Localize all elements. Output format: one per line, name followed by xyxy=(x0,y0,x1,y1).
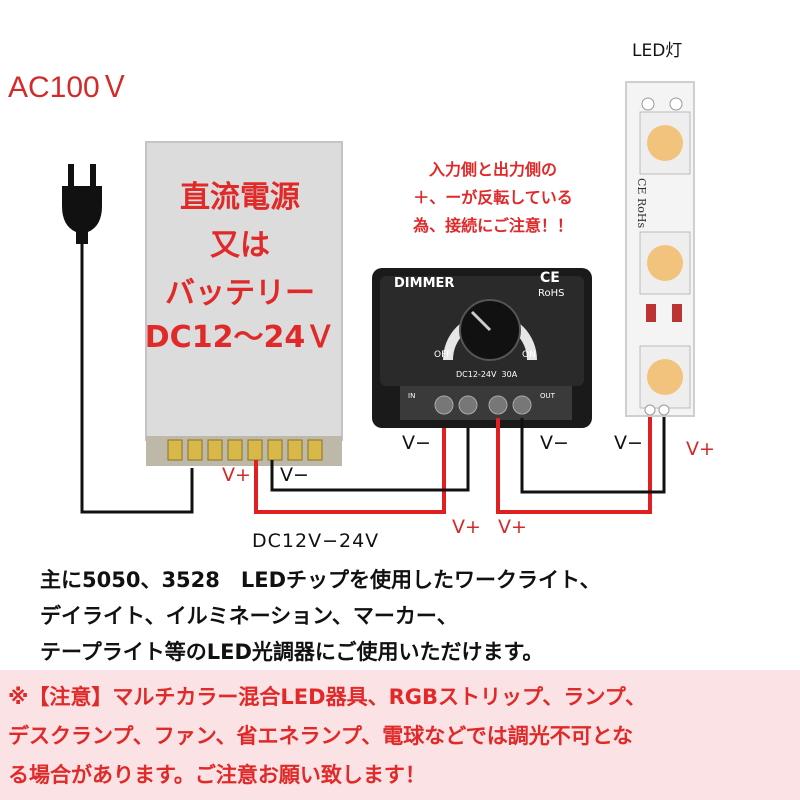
ac-plug-icon xyxy=(62,164,102,244)
rohs-mark: RoHS xyxy=(538,288,565,299)
led-vplus-label: V+ xyxy=(686,438,715,460)
psu-line-3: バッテリー xyxy=(165,276,315,311)
description-block: 主に5050、3528 LEDチップを使用したワークライト、 デイライト、イルミ… xyxy=(40,562,601,670)
psu-positive-wire xyxy=(254,418,446,514)
psu-line-1: 直流電源 xyxy=(180,180,300,215)
dimmer-rating-label: DC12-24V 30A xyxy=(456,370,518,379)
output-negative-wire xyxy=(520,416,666,494)
strip-mark: CE RoHs xyxy=(635,178,648,229)
psu-line-2: 又は xyxy=(210,228,270,263)
dimmer-device xyxy=(372,268,592,428)
note-line-2: ＋、ーが反転している xyxy=(413,188,573,207)
description-line: 主に5050、3528 LEDチップを使用したワークライト、 xyxy=(40,568,601,592)
led-chip-icon xyxy=(647,245,683,281)
output-positive-wire xyxy=(496,416,652,514)
in-label: IN xyxy=(408,392,416,400)
psu-vplus-label: V+ xyxy=(222,464,251,486)
warning-line: デスクランプ、ファン、省エネランプ、電球などでは調光不可とな xyxy=(8,724,634,748)
out-label: OUT xyxy=(540,392,555,400)
led-chip-icon xyxy=(647,359,683,395)
note-line-1: 入力側と出力側の xyxy=(428,160,557,179)
power-supply-unit xyxy=(145,141,343,466)
led-chip-icon xyxy=(647,125,683,161)
led-vminus-label: V− xyxy=(614,432,643,454)
out-vminus-label: V− xyxy=(540,432,569,454)
led-strip xyxy=(625,81,695,417)
in-vminus-label: V− xyxy=(402,432,431,454)
off-label: OFF xyxy=(434,350,452,360)
note-line-3: 為、接続にご注意！！ xyxy=(413,216,573,235)
psu-negative-wire xyxy=(270,418,470,492)
warning-line: る場合があります。ご注意お願い致します！ xyxy=(8,763,426,787)
dc-range-label: DC12V−24V xyxy=(252,530,380,552)
ce-mark: CE xyxy=(540,270,560,286)
in-vplus-label: V+ xyxy=(452,516,481,538)
psu-vminus-label: V− xyxy=(280,464,309,486)
on-label: ON xyxy=(522,350,536,360)
psu-line-4: DC12～24Ｖ xyxy=(144,320,336,355)
description-line: デイライト、イルミネーション、マーカー、 xyxy=(40,604,458,628)
out-vplus-label: V+ xyxy=(498,516,527,538)
description-line: テープライト等のLED光調器にご使用いただけます。 xyxy=(40,640,544,664)
ac-voltage-label: AC100Ｖ xyxy=(8,71,130,104)
warning-line: ※【注意】マルチカラー混合LED器具、RGBストリップ、ランプ、 xyxy=(8,685,647,709)
warning-text: ※【注意】マルチカラー混合LED器具、RGBストリップ、ランプ、 デスクランプ、… xyxy=(8,678,796,795)
dimmer-brand-label: DIMMER xyxy=(394,276,455,291)
led-title: LED灯 xyxy=(632,41,683,61)
ac-cable xyxy=(80,244,194,514)
warning-box xyxy=(0,670,800,800)
